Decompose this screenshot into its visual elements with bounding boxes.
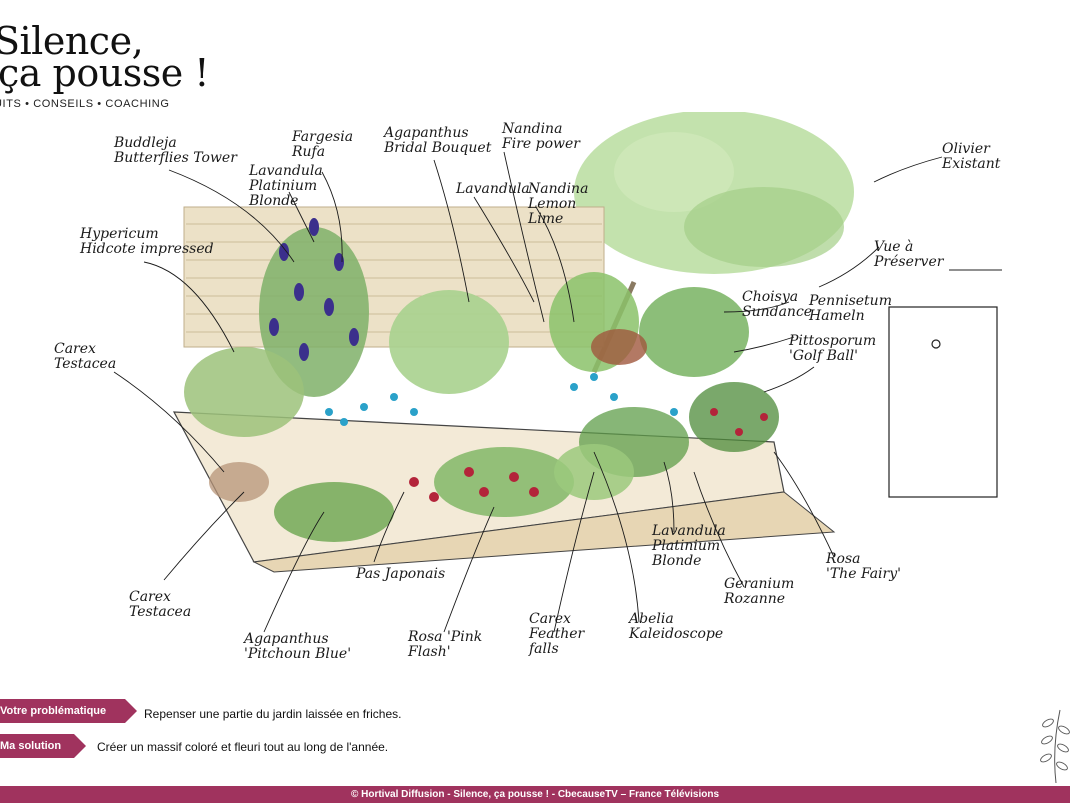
label-carex-feather: Carex Feather falls	[529, 611, 585, 657]
label-pittosporum: Pittosporum 'Golf Ball'	[789, 333, 877, 364]
problem-tag: Votre problématique	[0, 699, 137, 723]
brand-logo: Silence, ça pousse ! UITS • CONSEILS • C…	[0, 14, 210, 114]
tag-arrow-shape	[0, 699, 137, 723]
label-rosa-fairy: Rosa 'The Fairy'	[826, 551, 901, 582]
label-agapanthus-top: Agapanthus Bridal Bouquet	[384, 125, 492, 156]
garden-sketch: Buddleja Butterflies Tower Lavandula Pla…	[54, 112, 1002, 692]
label-buddleja: Buddleja Butterflies Tower	[114, 135, 237, 166]
label-fargesia: Fargesia Rufa	[292, 129, 354, 160]
sprig-icon	[1040, 709, 1070, 784]
label-nandina-lemon: Nandina Lemon Lime	[528, 181, 589, 227]
garden-sketch-illustration	[113, 112, 1002, 633]
label-nandina-fire: Nandina Fire power	[502, 121, 580, 152]
label-choisya: Choisya Sundance	[742, 289, 813, 320]
brand-title-line-2: ça pousse !	[0, 51, 210, 95]
solution-tag: Ma solution	[0, 734, 86, 758]
label-rosa-pink: Rosa 'Pink Flash'	[408, 629, 483, 660]
label-lavandula-mid: Lavandula	[456, 181, 530, 197]
solution-text: Créer un massif coloré et fleuri tout au…	[97, 740, 389, 754]
label-geranium: Geranium Rozanne	[724, 576, 795, 607]
label-pas-japonais: Pas Japonais	[356, 566, 446, 582]
label-olivier: Olivier Existant	[942, 141, 1001, 172]
label-lavandula-top: Lavandula Platinium Blonde	[249, 163, 323, 209]
problem-text: Repenser une partie du jardin laissée en…	[144, 707, 402, 721]
label-vue: Vue à Préserver	[874, 239, 944, 270]
footer-copyright: © Hortival Diffusion - Silence, ça pouss…	[350, 789, 720, 800]
solution-tag-label: Ma solution	[0, 740, 62, 752]
label-lavandula-bottom: Lavandula Platinium Blonde	[652, 523, 726, 569]
label-agapanthus-bottom: Agapanthus 'Pitchoun Blue'	[244, 631, 352, 662]
problem-tag-label: Votre problématique	[0, 705, 107, 717]
label-carex-bottom: Carex Testacea	[129, 589, 192, 620]
brand-tagline: UITS • CONSEILS • COACHING	[0, 98, 170, 110]
label-hypericum: Hypericum Hidcote impressed	[80, 226, 214, 257]
label-carex-left: Carex Testacea	[54, 341, 117, 372]
brand-title-line-1: Silence,	[0, 19, 144, 63]
tag-arrow-shape	[0, 734, 86, 758]
footer-bar: © Hortival Diffusion - Silence, ça pouss…	[0, 786, 1070, 803]
label-abelia: Abelia Kaleidoscope	[629, 611, 724, 642]
label-pennisetum: Pennisetum Hameln	[809, 293, 892, 324]
